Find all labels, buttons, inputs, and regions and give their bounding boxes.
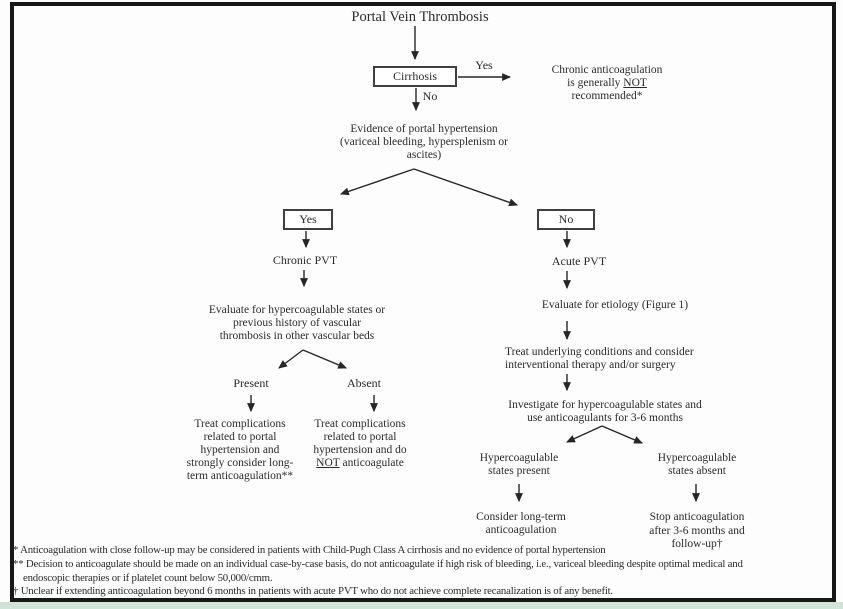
bottom-accent-strip xyxy=(0,602,843,609)
node-line: previous history of vascular xyxy=(232,317,362,329)
node-line: term anticoagulation** xyxy=(186,470,294,482)
flowchart-title: Portal Vein Thrombosis xyxy=(351,9,489,25)
node-line: related to portal xyxy=(323,431,397,443)
node-line: Evidence of portal hypertension xyxy=(350,123,498,135)
node-line: Investigate for hypercoagulable states a… xyxy=(508,399,702,411)
node-line: strongly consider long- xyxy=(186,457,294,469)
node-line: NOT anticoagulate xyxy=(316,457,404,469)
node-line: (variceal bleeding, hypersplenism or xyxy=(340,136,508,148)
node-line: Chronic anticoagulation xyxy=(551,64,663,76)
node-line: Evaluate for hypercoagulable states or xyxy=(208,304,386,316)
node-line: Hypercoagulable xyxy=(479,452,559,464)
node-treat-underlying: Treat underlying conditions and consider… xyxy=(505,346,694,372)
node-line: states absent xyxy=(668,465,726,477)
node-line: interventional therapy and/or surgery xyxy=(505,359,676,371)
node-line: Hypercoagulable xyxy=(657,452,737,464)
footnotes: * Anticoagulation with close follow-up m… xyxy=(13,544,743,599)
node-stop-anticoagulation: Stop anticoagulation after 3-6 months an… xyxy=(649,511,745,552)
arrow-investigate-to-hyper-present xyxy=(565,425,603,443)
node-line: anticoagulation xyxy=(485,524,557,536)
node-line: is generally NOT xyxy=(567,77,647,89)
node-line: hypertension and xyxy=(200,444,280,456)
node-hypercoagulable-absent: Hypercoagulable states absent xyxy=(658,452,737,478)
node-line: thrombosis in other vascular beds xyxy=(219,330,375,342)
node-line: Consider long-term xyxy=(476,511,566,523)
decision-box-label: Yes xyxy=(299,212,317,226)
node-line: use anticoagulants for 3-6 months xyxy=(527,412,683,424)
node-line: hypertension and do xyxy=(313,444,407,456)
footnote-double-asterisk: ** Decision to anticoagulate should be m… xyxy=(13,557,743,570)
footnote-asterisk: * Anticoagulation with close follow-up m… xyxy=(13,544,606,556)
node-chronic-anticoagulation-note: Chronic anticoagulation is generally NOT… xyxy=(552,64,663,103)
edge-label-absent: Absent xyxy=(347,376,381,390)
node-investigate-hypercoagulable: Investigate for hypercoagulable states a… xyxy=(508,399,702,425)
node-acute-pvt: Acute PVT xyxy=(551,254,607,268)
node-evaluate-hypercoagulable: Evaluate for hypercoagulable states or p… xyxy=(209,304,385,343)
decision-box-label: Cirrhosis xyxy=(392,69,437,83)
node-chronic-pvt: Chronic PVT xyxy=(272,253,338,267)
node-evidence-portal-hypertension: Evidence of portal hypertension (varicea… xyxy=(340,123,508,162)
node-line: related to portal xyxy=(203,431,277,443)
node-evaluate-etiology: Evaluate for etiology (Figure 1) xyxy=(541,299,689,311)
decision-box-yes: Yes xyxy=(283,209,333,230)
node-treat-present-outcome: Treat complications related to portal hy… xyxy=(187,418,294,483)
node-line: ascites) xyxy=(406,149,442,161)
decision-box-no: No xyxy=(537,209,595,230)
node-hypercoagulable-present: Hypercoagulable states present xyxy=(480,452,559,478)
node-line: Treat underlying conditions and consider xyxy=(505,346,694,358)
edge-label-no: No xyxy=(422,89,438,103)
node-line: Treat complications xyxy=(314,418,406,430)
node-consider-longterm: Consider long-term anticoagulation xyxy=(476,511,566,537)
arrow-evidence-to-no-box xyxy=(413,168,519,207)
node-line: Treat complications xyxy=(194,418,286,430)
edge-label-present: Present xyxy=(233,376,269,390)
edge-label-yes: Yes xyxy=(475,58,493,72)
node-line: after 3-6 months and xyxy=(649,524,745,537)
arrow-evaluate-to-absent xyxy=(302,349,348,369)
arrow-investigate-to-hyper-absent xyxy=(601,425,644,444)
node-line: Stop anticoagulation xyxy=(649,511,745,523)
decision-box-label: No xyxy=(558,212,574,226)
footnote-dagger: † Unclear if extending anticoagulation b… xyxy=(13,585,613,598)
node-line: recommended* xyxy=(571,90,643,102)
node-treat-absent-outcome: Treat complications related to portal hy… xyxy=(313,418,406,470)
arrow-evidence-to-yes-box xyxy=(339,168,415,196)
footnote-double-asterisk-cont: endoscopic therapies or if platelet coun… xyxy=(23,571,273,584)
arrow-evaluate-to-present xyxy=(278,349,304,369)
decision-box-cirrhosis: Cirrhosis xyxy=(373,66,457,87)
node-line: states present xyxy=(488,465,550,477)
node-line: follow-up† xyxy=(671,538,723,550)
